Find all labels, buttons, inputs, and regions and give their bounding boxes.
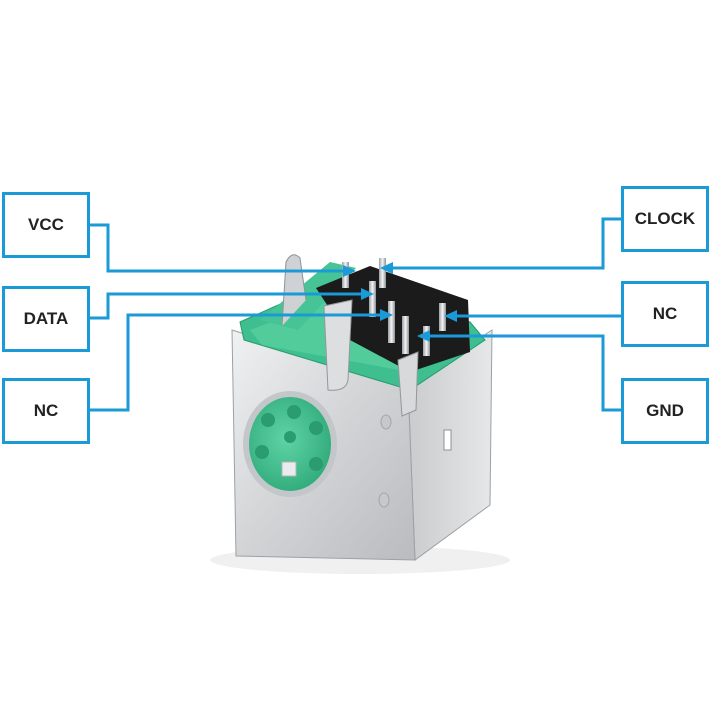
leader-arrowheads bbox=[343, 262, 457, 342]
pin-gnd bbox=[423, 326, 430, 356]
leader-vcc bbox=[90, 223, 348, 273]
shell-dimple bbox=[380, 414, 392, 430]
pin-nc-mid bbox=[402, 316, 409, 354]
socket-hole bbox=[255, 445, 269, 459]
socket-hole bbox=[287, 405, 301, 419]
socket-hole bbox=[261, 413, 275, 427]
pin-clock bbox=[379, 258, 386, 288]
label-nc-right: NC bbox=[621, 281, 709, 347]
label-gnd: GND bbox=[621, 378, 709, 444]
pin-data bbox=[369, 281, 376, 317]
shell-clip bbox=[323, 299, 353, 391]
socket-hole bbox=[309, 421, 323, 435]
shell-clip-right bbox=[397, 351, 419, 417]
arrow-data bbox=[361, 288, 374, 300]
pin-nc-left bbox=[388, 301, 395, 343]
leader-clock bbox=[388, 217, 621, 270]
leader-gnd bbox=[425, 334, 621, 412]
arrow-vcc bbox=[343, 265, 356, 277]
leader-lines bbox=[90, 217, 621, 412]
arrow-nc-left bbox=[380, 309, 393, 321]
shell-dimple bbox=[378, 492, 390, 508]
label-vcc: VCC bbox=[2, 192, 90, 258]
shell-tab-left bbox=[281, 254, 307, 327]
arrow-nc-right bbox=[444, 310, 457, 322]
leader-data bbox=[90, 292, 366, 320]
label-data: DATA bbox=[2, 286, 90, 352]
socket-hole bbox=[284, 431, 296, 443]
arrow-clock bbox=[380, 262, 393, 274]
label-clock: CLOCK bbox=[621, 186, 709, 252]
socket-key bbox=[281, 461, 297, 477]
pin-nc-right bbox=[439, 303, 446, 331]
arrow-gnd bbox=[417, 330, 430, 342]
label-nc-left: NC bbox=[2, 378, 90, 444]
socket-hole bbox=[309, 457, 323, 471]
shell-slot bbox=[443, 429, 452, 451]
leader-nc-left bbox=[90, 313, 385, 412]
